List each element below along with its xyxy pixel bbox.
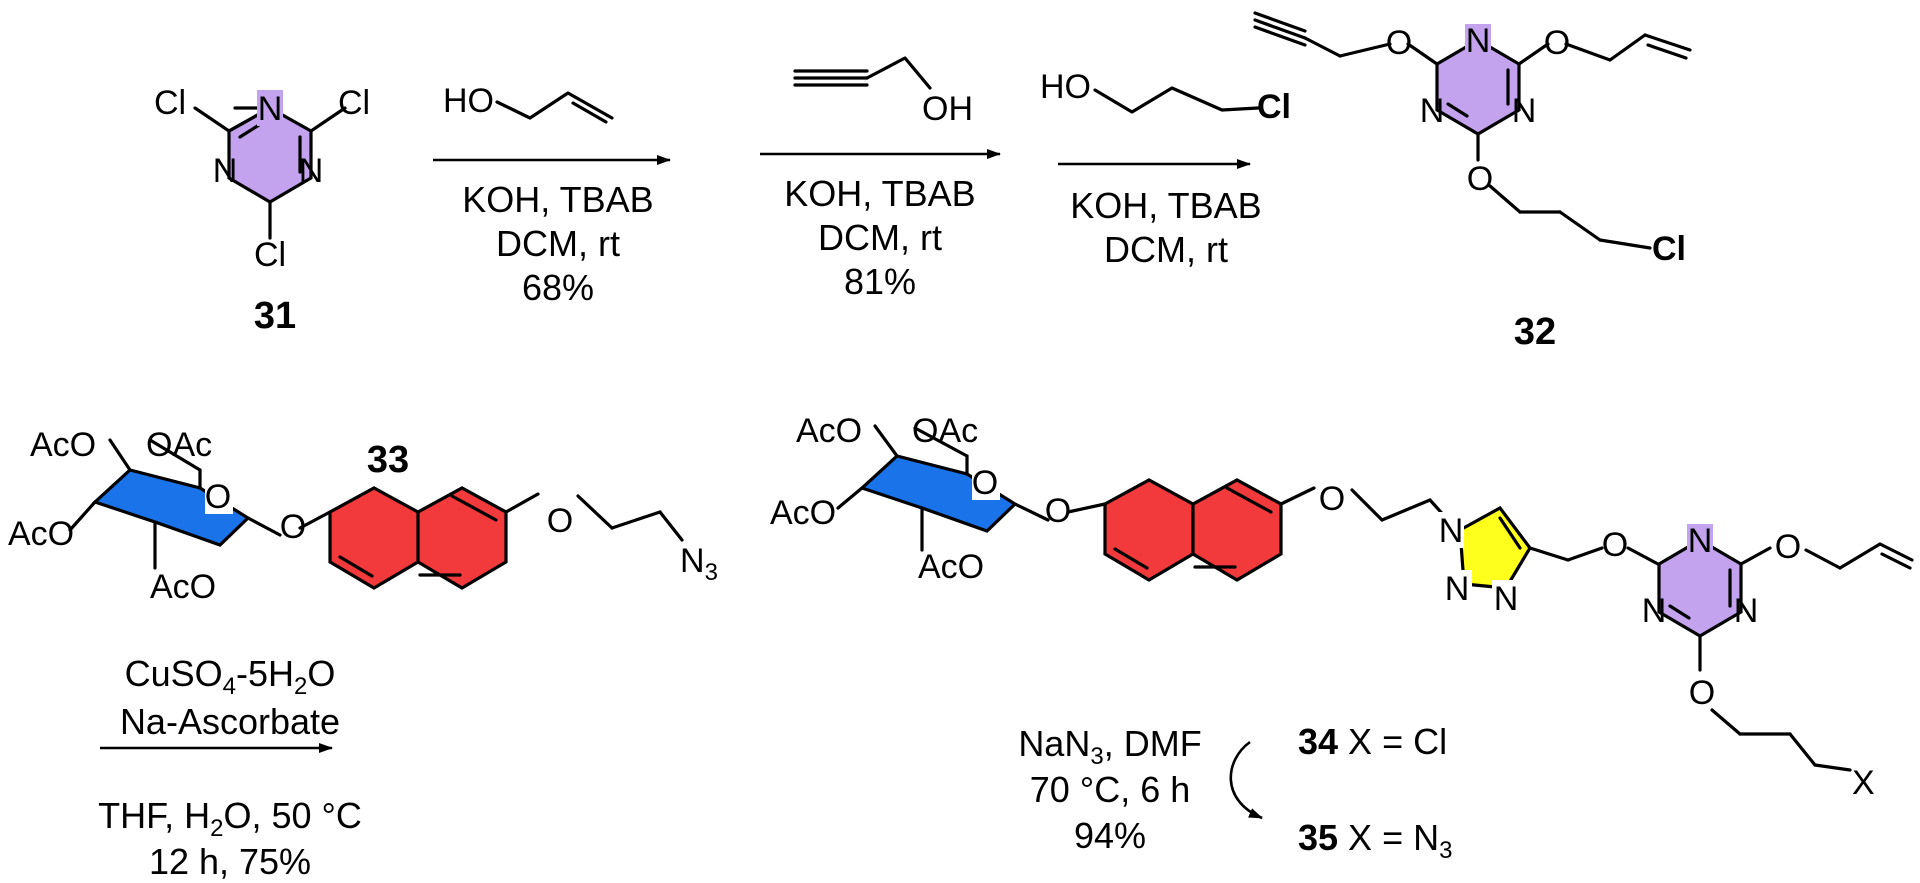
atom-aco: AcO: [30, 426, 96, 464]
atom-o: O: [1045, 492, 1071, 530]
atom-o: O: [1602, 526, 1628, 564]
click-conditions: CuSO4-5H2O Na-Ascorbate THF, H2O, 50 °C …: [98, 653, 362, 882]
compound-33: O AcO AcO OAc AcO O O N3 33: [8, 426, 718, 606]
compound-34-35: O AcO AcO OAc AcO O O: [770, 412, 1914, 802]
conditions-2-reagent: KOH, TBAB: [784, 173, 975, 214]
conditions-1-reagent: KOH, TBAB: [462, 179, 653, 220]
atom-o: O: [1386, 24, 1412, 62]
product-34-label: 34 X = Cl: [1298, 721, 1447, 762]
atom-ho: HO: [443, 82, 494, 120]
atom-o: O: [1544, 24, 1570, 62]
click-catalyst: CuSO4-5H2O: [125, 653, 336, 700]
atom-cl: Cl: [254, 236, 286, 274]
step-3: HO Cl KOH, TBAB DCM, rt: [1040, 68, 1291, 270]
atom-aco: AcO: [770, 494, 836, 532]
atom-n: N: [299, 152, 324, 190]
atom-cl: Cl: [154, 84, 186, 122]
curved-arrow: [1229, 740, 1263, 820]
atom-aco: AcO: [8, 515, 74, 553]
atom-oac: OAc: [912, 412, 978, 450]
click-time-yield: 12 h, 75%: [149, 841, 311, 882]
atom-n: N: [1466, 22, 1491, 60]
atom-n: N: [1512, 92, 1537, 130]
atom-o: O: [1319, 480, 1345, 518]
atom-n: N: [258, 90, 283, 128]
atom-o: O: [1467, 160, 1493, 198]
conditions-1-solvent: DCM, rt: [496, 223, 620, 264]
conditions-3-solvent: DCM, rt: [1104, 229, 1228, 270]
atom-o: O: [547, 502, 573, 540]
conditions-1-yield: 68%: [522, 267, 594, 308]
atom-n: N: [1420, 92, 1445, 130]
step-2: OH KOH, TBAB DCM, rt 81%: [760, 56, 1001, 302]
atom-o: O: [1689, 674, 1715, 712]
atom-ho: HO: [1040, 68, 1091, 106]
compound-label-32: 32: [1514, 311, 1556, 353]
azidation-temp-time: 70 °C, 6 h: [1030, 769, 1191, 810]
atom-cl: Cl: [1652, 230, 1686, 268]
click-solvent: THF, H2O, 50 °C: [98, 795, 362, 842]
compound-label-31: 31: [254, 295, 296, 337]
compound-label-33: 33: [367, 439, 409, 481]
atom-x: X: [1852, 764, 1875, 802]
conditions-2-solvent: DCM, rt: [818, 217, 942, 258]
atom-aco: AcO: [918, 548, 984, 586]
atom-n: N: [213, 152, 238, 190]
azidation-conditions: NaN3, DMF 70 °C, 6 h 94% 34 X = Cl 35 X …: [1018, 721, 1452, 864]
compound-31: N N N Cl Cl Cl 31: [154, 84, 370, 337]
atom-o: O: [972, 464, 998, 502]
product-35-label: 35 X = N3: [1298, 817, 1452, 864]
atom-aco: AcO: [796, 412, 862, 450]
atom-oh: OH: [922, 90, 973, 128]
atom-n: N: [1734, 592, 1759, 630]
compound-32: N N N O O O Cl 32: [1253, 11, 1692, 353]
step-1: HO KOH, TBAB DCM, rt 68%: [433, 82, 671, 308]
atom-oac: OAc: [146, 426, 212, 464]
azidation-reagent: NaN3, DMF: [1018, 723, 1201, 770]
atom-cl: Cl: [338, 84, 370, 122]
atom-n: N: [1494, 580, 1519, 618]
conditions-2-yield: 81%: [844, 261, 916, 302]
atom-n: N: [1439, 512, 1464, 550]
click-reductant: Na-Ascorbate: [120, 701, 340, 742]
atom-o: O: [205, 478, 231, 516]
atom-n: N: [1688, 522, 1713, 560]
atom-n: N: [1642, 592, 1667, 630]
atom-o: O: [1775, 528, 1801, 566]
atom-cl: Cl: [1257, 88, 1291, 126]
atom-aco: AcO: [150, 568, 216, 606]
conditions-3-reagent: KOH, TBAB: [1070, 185, 1261, 226]
atom-n: N: [1445, 570, 1470, 608]
azidation-yield: 94%: [1074, 815, 1146, 856]
atom-o: O: [280, 508, 306, 546]
azide-group: N3: [680, 542, 718, 586]
